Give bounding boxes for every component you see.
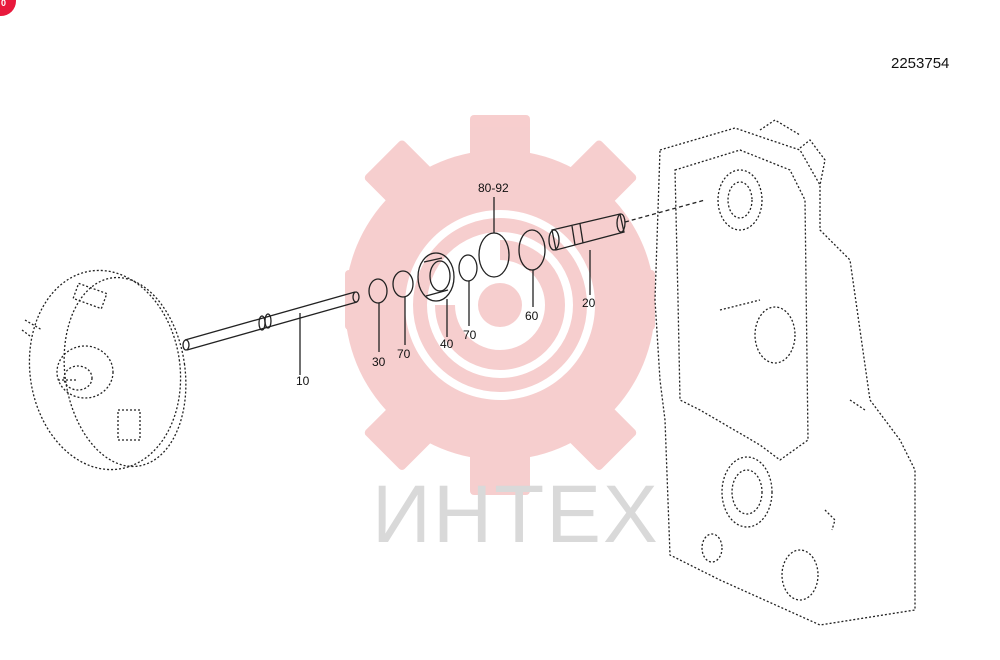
callout-70a: 70 [397, 347, 411, 361]
watermark-text: ИНТЕХ [372, 469, 660, 560]
bearing-part-40 [417, 252, 455, 337]
callout-70b: 70 [463, 328, 477, 342]
callout-30: 30 [372, 355, 386, 369]
callout-20: 20 [582, 296, 596, 310]
ring-part-70b [458, 254, 478, 326]
document-number: 2253754 [891, 55, 950, 72]
ring-part-80-92 [478, 197, 510, 278]
torque-converter [21, 269, 187, 471]
ring-part-60 [518, 229, 546, 307]
callout-40: 40 [440, 337, 454, 351]
callout-60: 60 [525, 309, 539, 323]
watermark-gear-logo-icon [345, 115, 655, 495]
gearbox-housing [654, 119, 916, 626]
shaft-part-10 [182, 291, 360, 375]
callout-10: 10 [296, 374, 310, 388]
callout-80-92: 80-92 [478, 181, 509, 195]
sleeve-part-20 [548, 199, 706, 295]
ring-part-30 [368, 278, 388, 352]
ring-part-70a [392, 270, 414, 345]
corner-badge-label: 0 [1, 0, 7, 8]
